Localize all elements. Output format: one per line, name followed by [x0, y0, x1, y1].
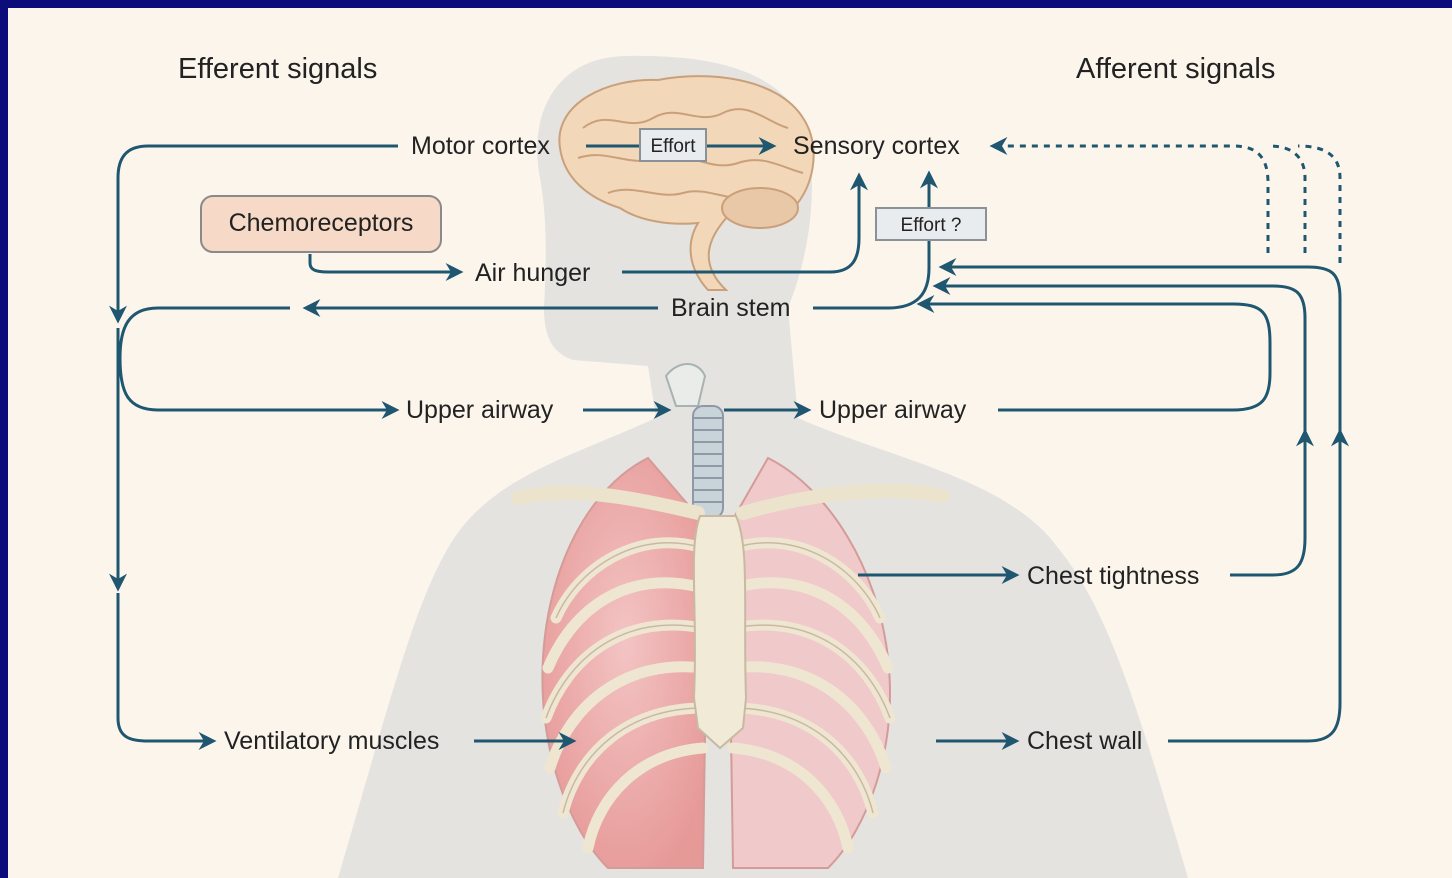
effort-label: Effort — [650, 136, 696, 157]
arrow-chemoreceptors-to-air-hunger — [310, 254, 460, 272]
dotted-arrow-airway-to-sensory — [993, 146, 1268, 253]
arrow-upper-airway-to-brainstem — [920, 304, 1270, 410]
arrow-chest-tightness-up — [1230, 432, 1305, 575]
chest-tightness-label: Chest tightness — [1027, 562, 1199, 590]
diagram-panel: Efferent signals Afferent signals Motor … — [8, 8, 1452, 878]
chemoreceptors-label: Chemoreceptors — [229, 209, 414, 237]
air-hunger-label: Air hunger — [475, 259, 590, 287]
brain-stem-label: Brain stem — [671, 294, 790, 322]
sensory-cortex-label: Sensory cortex — [793, 132, 960, 160]
upper-airway-left-label: Upper airway — [406, 396, 554, 424]
upper-airway-right-label: Upper airway — [819, 396, 967, 424]
arrow-to-upper-airway-left — [120, 308, 396, 410]
efferent-signals-header: Efferent signals — [178, 53, 377, 85]
dotted-line-tightness-to-sensory — [1270, 146, 1305, 253]
chest-wall-label: Chest wall — [1027, 727, 1142, 755]
effort-question-label: Effort ? — [901, 215, 962, 236]
arrow-to-ventilatory-muscles — [118, 593, 213, 741]
dyspnea-signal-diagram: Efferent signals Afferent signals Motor … — [8, 8, 1452, 878]
afferent-signals-header: Afferent signals — [1076, 53, 1275, 85]
arrow-chest-tightness-to-brainstem — [936, 286, 1305, 438]
ventilatory-muscles-label: Ventilatory muscles — [224, 727, 439, 755]
motor-cortex-label: Motor cortex — [411, 132, 550, 160]
arrow-chest-wall-to-brainstem — [942, 267, 1340, 438]
